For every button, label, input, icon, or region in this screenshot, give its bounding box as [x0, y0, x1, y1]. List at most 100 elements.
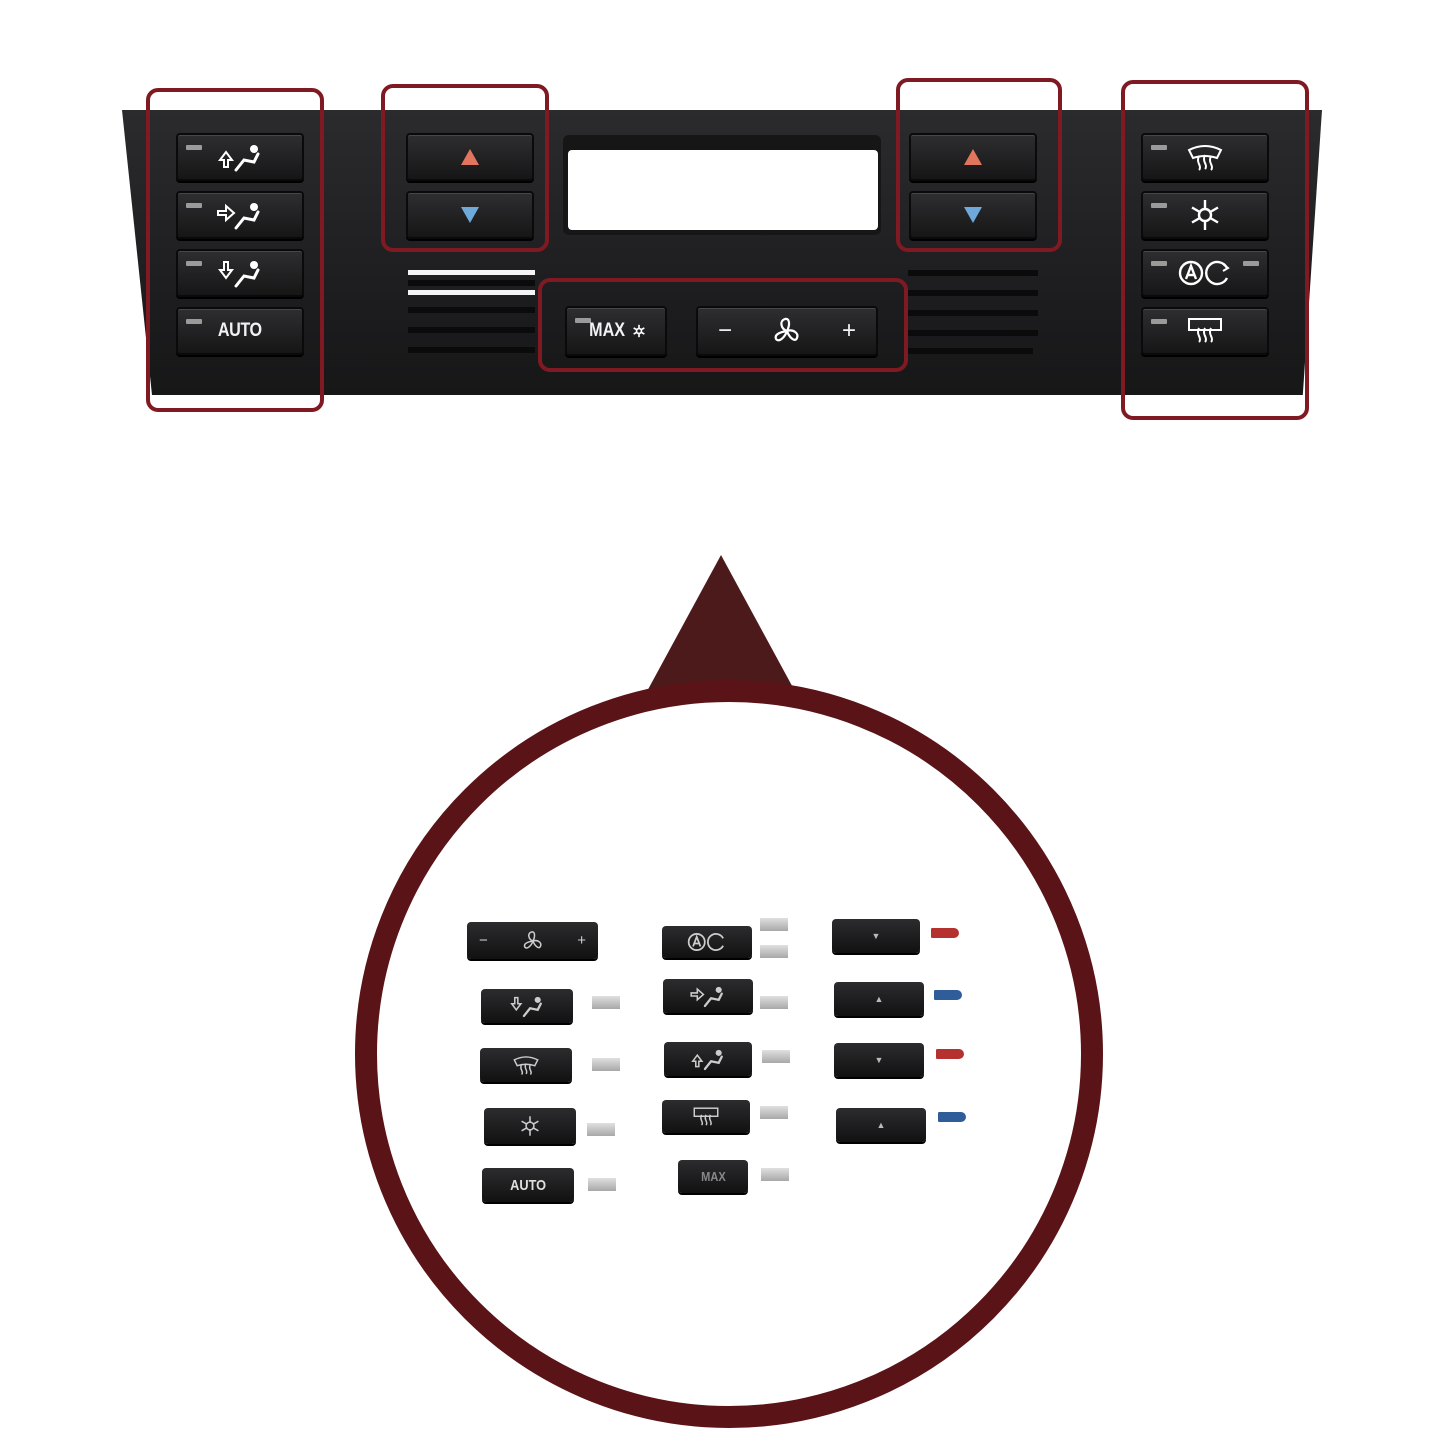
auto-recirculation-icon	[686, 931, 728, 953]
indicator-led	[1151, 145, 1167, 150]
fan-icon	[521, 929, 545, 953]
airflow-down-icon	[507, 993, 547, 1019]
part-recirculation	[662, 926, 752, 958]
part-diffuser	[588, 1178, 616, 1191]
callout-pointer	[645, 555, 797, 695]
right-temp-up-button[interactable]	[909, 133, 1037, 181]
rear-defrost-icon	[1185, 316, 1225, 346]
part-temp-up-cap: ▲	[836, 1108, 926, 1142]
part-airflow-up	[664, 1042, 752, 1076]
fan-decrease[interactable]: −	[718, 317, 733, 344]
part-temp-down-cap: ▼	[834, 1043, 924, 1077]
vent-slat	[408, 327, 535, 333]
windshield-defrost-button[interactable]	[1141, 133, 1269, 181]
part-diffuser	[587, 1123, 615, 1136]
vent-slat	[908, 310, 1038, 316]
part-diffuser	[760, 918, 788, 931]
windshield-defrost-icon	[1185, 142, 1225, 172]
part-diffuser	[592, 996, 620, 1009]
highlight-box-left-temp	[381, 84, 549, 252]
vent-slat	[408, 307, 535, 313]
part-ac-snowflake	[484, 1108, 576, 1144]
arrow-down-icon	[964, 207, 982, 223]
part-temp-up-cap: ▲	[834, 982, 924, 1016]
indicator-led	[1151, 261, 1167, 266]
part-rear-defrost	[662, 1100, 750, 1133]
part-auto-label: AUTO	[510, 1176, 546, 1194]
indicator-led	[1151, 319, 1167, 324]
part-max-label: MAX	[700, 1169, 726, 1184]
left-temp-up-button[interactable]	[406, 133, 534, 181]
max-ac-button[interactable]: MAX	[565, 306, 667, 356]
part-airflow-center	[663, 979, 753, 1013]
display-screen	[568, 150, 878, 230]
part-plus: +	[577, 932, 586, 949]
arrow-up-icon	[964, 149, 982, 165]
airflow-up-icon	[214, 140, 266, 174]
small-down-arrow-icon: ▼	[874, 1055, 884, 1065]
part-diffuser	[760, 1106, 788, 1119]
airflow-center-button[interactable]	[176, 191, 304, 239]
auto-recirculation-icon	[1177, 258, 1233, 288]
max-label: MAX	[589, 320, 626, 341]
vent-slat	[908, 348, 1033, 354]
small-up-arrow-icon: ▲	[876, 1120, 886, 1130]
red-lens	[936, 1049, 964, 1059]
indicator-led	[1151, 203, 1167, 208]
highlight-box-right-temp	[896, 78, 1062, 252]
part-auto: AUTO	[482, 1168, 574, 1202]
fan-speed-rocker[interactable]: − +	[696, 306, 878, 356]
part-diffuser	[592, 1058, 620, 1071]
airflow-up-icon	[688, 1046, 728, 1072]
part-fan-rocker: − +	[467, 922, 598, 959]
part-windshield-defrost	[480, 1048, 572, 1082]
arrow-down-icon	[461, 207, 479, 223]
indicator-led	[186, 203, 202, 208]
rear-defrost-button[interactable]	[1141, 307, 1269, 355]
highlight-box-right	[1121, 80, 1309, 420]
ac-button[interactable]	[1141, 191, 1269, 239]
vent-slat	[408, 347, 535, 353]
small-up-arrow-icon: ▲	[874, 994, 884, 1004]
part-minus: −	[479, 932, 488, 949]
windshield-defrost-icon	[511, 1054, 541, 1076]
right-temp-down-button[interactable]	[909, 191, 1037, 239]
indicator-led	[1243, 261, 1259, 266]
part-diffuser	[762, 1050, 790, 1063]
airflow-down-icon	[214, 256, 266, 290]
indicator-led	[186, 145, 202, 150]
vent-slat	[408, 280, 535, 286]
part-diffuser	[760, 996, 788, 1009]
rear-defrost-icon	[691, 1106, 721, 1128]
airflow-center-icon	[688, 983, 728, 1009]
highlight-box-left	[146, 88, 324, 412]
airflow-down-button[interactable]	[176, 249, 304, 297]
part-diffuser	[760, 945, 788, 958]
small-down-arrow-icon: ▼	[871, 931, 881, 941]
part-diffuser	[761, 1168, 789, 1181]
ac-snowflake-icon	[1188, 198, 1222, 232]
indicator-led	[186, 261, 202, 266]
airflow-center-icon	[214, 198, 266, 232]
recirculation-button[interactable]	[1141, 249, 1269, 297]
ac-snowflake-icon	[519, 1115, 541, 1137]
indicator-led	[186, 319, 202, 324]
snowflake-small-icon	[632, 324, 646, 338]
blue-lens	[938, 1112, 966, 1122]
fan-icon	[771, 315, 803, 347]
airflow-up-button[interactable]	[176, 133, 304, 181]
blue-lens	[934, 990, 962, 1000]
auto-button[interactable]: AUTO	[176, 307, 304, 355]
auto-label: AUTO	[218, 320, 262, 341]
part-max: MAX	[678, 1160, 748, 1193]
red-lens	[931, 928, 959, 938]
vent-slat	[908, 290, 1038, 296]
arrow-up-icon	[461, 149, 479, 165]
vent-slat	[908, 270, 1038, 276]
left-temp-down-button[interactable]	[406, 191, 534, 239]
indicator-led	[575, 318, 591, 323]
vent-slat	[908, 330, 1038, 336]
fan-increase[interactable]: +	[841, 317, 856, 344]
part-airflow-down	[481, 989, 573, 1023]
part-temp-down-cap: ▼	[832, 919, 920, 953]
